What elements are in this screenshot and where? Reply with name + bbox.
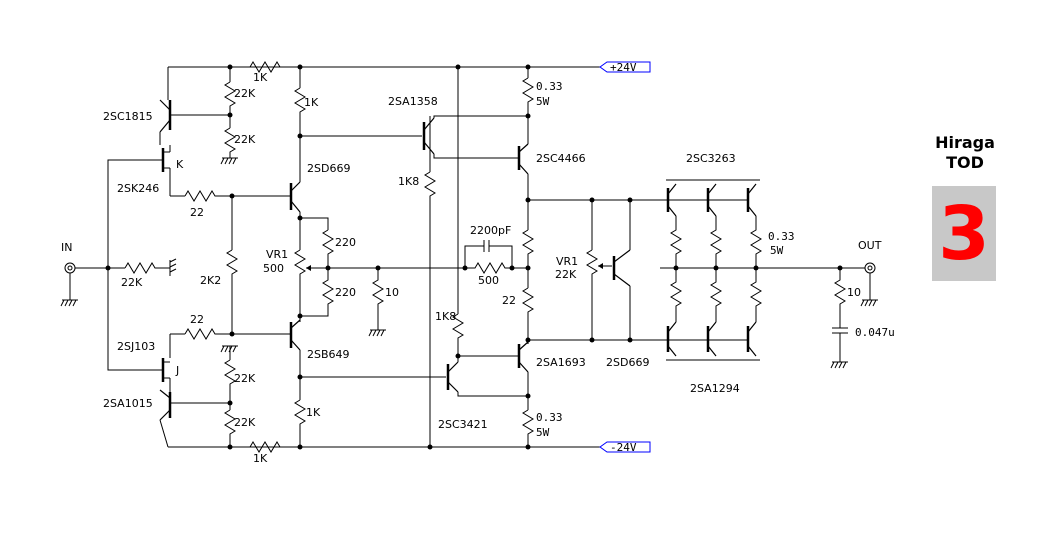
q-2sa1015-label: 2SA1015 [103, 397, 153, 410]
r-033-out-w-label: 5W [770, 244, 784, 257]
output-label: OUT [858, 239, 882, 252]
predriver-bottom: 1K8 2SC3421 [435, 67, 528, 431]
positive-rail-label: +24V [610, 61, 637, 74]
negative-rail-label: -24V [610, 441, 637, 454]
r-033-a-w-label: 5W [536, 95, 550, 108]
r-1k-drv-bot-label: 1K [306, 406, 321, 419]
brand-number: 3 [938, 190, 990, 277]
driver-2sd669: 2SD669 1K [232, 67, 422, 213]
r-1k-bot-label: 1K [253, 452, 268, 465]
r-22k-c-label: 22K [234, 372, 256, 385]
r-22k-b-label: 22K [234, 133, 256, 146]
q-2sa1358-label: 2SA1358 [388, 95, 438, 108]
negative-rail: -24V [168, 441, 651, 454]
input-terminal: IN [60, 241, 125, 307]
r-22-top-label: 22 [190, 206, 204, 219]
vr1-b-value: 22K [555, 268, 577, 281]
r-033-b-w-label: 5W [536, 426, 550, 439]
driver-2sc4466: 0.33 5W 2SC4466 22 [502, 64, 586, 344]
r-10-out-label: 10 [847, 286, 861, 299]
bottom-input-stage: 22 2SJ103 J 2SA1015 22K 22K 1K [103, 313, 281, 465]
vr1-b-label: VR1 [556, 255, 578, 268]
q-2sk-tag: K [176, 158, 184, 171]
driver-2sa1693: 2SA1693 0.33 5W [517, 341, 586, 450]
r-22-bot-label: 22 [190, 313, 204, 326]
vr1-a-value: 500 [263, 262, 284, 275]
brand-line2: TOD [946, 153, 984, 172]
compensation: 2200pF 500 [462, 224, 528, 287]
predriver-top: 2SA1358 1K8 [388, 64, 528, 450]
q-2sa1693-label: 2SA1693 [536, 356, 586, 369]
q-2sa1294-label: 2SA1294 [690, 382, 740, 395]
output-network: 10 0.047u OUT [830, 239, 895, 369]
top-input-stage: 2SC1815 2SK246 K 22 22K 22K 1K [103, 61, 303, 219]
output-stage: 2SC3263 2SA1294 0.33 5W [660, 152, 865, 395]
c-2200pf-label: 2200pF [470, 224, 511, 237]
q-2sc3421-label: 2SC3421 [438, 418, 488, 431]
r-22k-a-label: 22K [234, 87, 256, 100]
q-2sd669-b-label: 2SD669 [606, 356, 649, 369]
positive-rail: +24V [168, 61, 651, 74]
r-1k-drv-top-label: 1K [304, 96, 319, 109]
vr1-a-label: VR1 [266, 248, 288, 261]
q-2sj103-label: 2SJ103 [117, 340, 155, 353]
q-2sc1815-label: 2SC1815 [103, 110, 153, 123]
r-1k8-b-label: 1K8 [435, 310, 456, 323]
r-1k8-a-label: 1K8 [398, 175, 419, 188]
q-2sc3263-label: 2SC3263 [686, 152, 736, 165]
driver-2sb649: 2SB649 1K [232, 319, 446, 450]
c-047-label: 0.047u [855, 326, 895, 339]
input-label: IN [61, 241, 72, 254]
r-033-b-label: 0.33 [536, 411, 563, 424]
output-bias: VR1 22K 2SD669 [528, 197, 666, 369]
q-2sk246-label: 2SK246 [117, 182, 159, 195]
input-resistor-22k: 22K [121, 258, 177, 289]
r-22k-d-label: 22K [234, 416, 256, 429]
input-resistor-label: 22K [121, 276, 143, 289]
bias-network: VR1 500 220 220 10 [263, 212, 465, 337]
r-2k2-label: 2K2 [200, 274, 221, 287]
r-033-a-label: 0.33 [536, 80, 563, 93]
r-033-out-label: 0.33 [768, 230, 795, 243]
r-220-b-label: 220 [335, 286, 356, 299]
brand-title: Hiraga TOD [930, 133, 1000, 173]
q-2sb649-label: 2SB649 [307, 348, 350, 361]
brand-line1: Hiraga [935, 133, 995, 152]
brand-badge: 3 [932, 186, 996, 281]
r-500-label: 500 [478, 274, 499, 287]
q-2sc4466-label: 2SC4466 [536, 152, 586, 165]
r-22-mid-label: 22 [502, 294, 516, 307]
r-10-mid-label: 10 [385, 286, 399, 299]
q-2sj-tag: J [175, 364, 179, 377]
r-1k-top-label: 1K [253, 71, 268, 84]
r-220-a-label: 220 [335, 236, 356, 249]
q-2sd669-a-label: 2SD669 [307, 162, 350, 175]
